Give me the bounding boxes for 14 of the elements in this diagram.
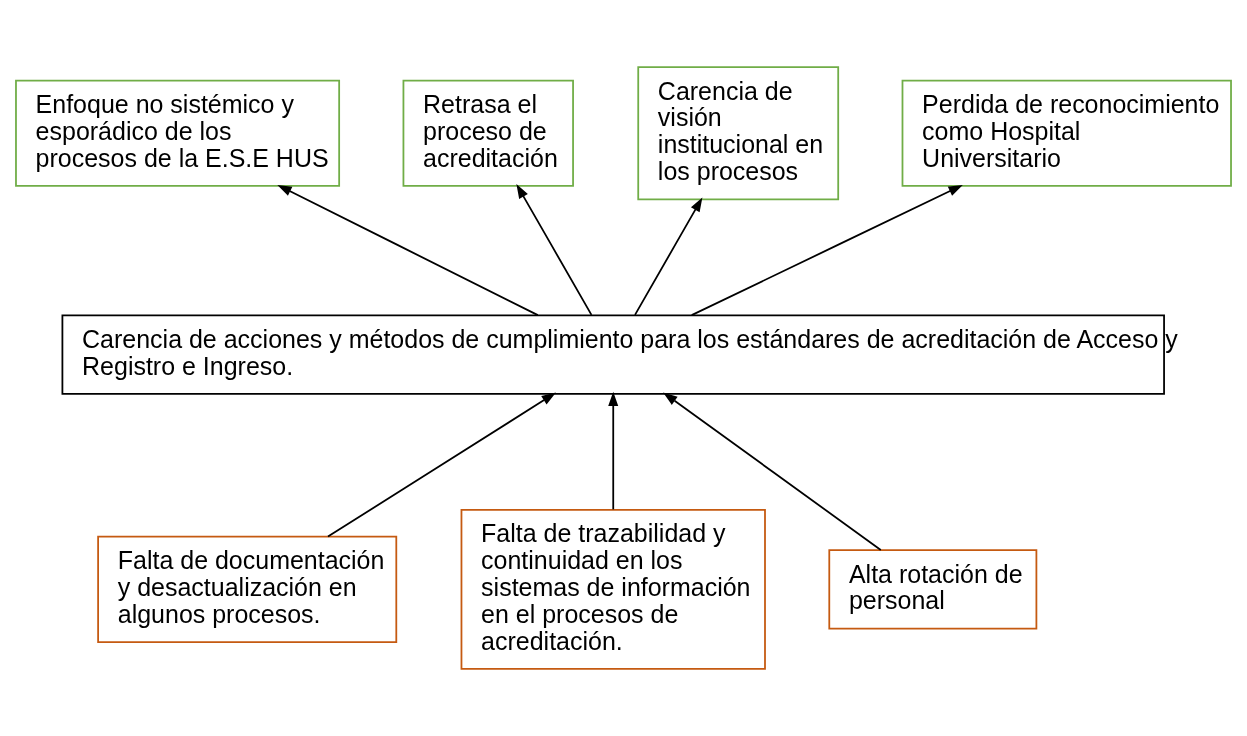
node-box: Retrasa el proceso de acreditación — [402, 79, 574, 187]
node-box: Falta de trazabilidad y continuidad en los sistemas de información en el procesos de acreditación. — [460, 509, 766, 670]
arrow — [690, 184, 963, 317]
node-box: Enfoque no sistémico y esporádico de los procesos de la E.S.E HUS — [15, 79, 341, 187]
arrow — [663, 392, 882, 551]
node-box: Alta rotación de personal — [828, 549, 1038, 630]
arrow — [634, 197, 703, 316]
arrow — [516, 184, 593, 316]
node-box: Perdida de reconocimiento como Hospital Universitario — [901, 79, 1232, 187]
node-box: Carencia de visión institucional en los procesos — [637, 66, 840, 201]
arrow — [327, 392, 556, 538]
arrow — [277, 184, 539, 317]
arrow — [608, 391, 619, 511]
node-box: Falta de documentación y desactualización en algunos procesos. — [97, 535, 398, 643]
